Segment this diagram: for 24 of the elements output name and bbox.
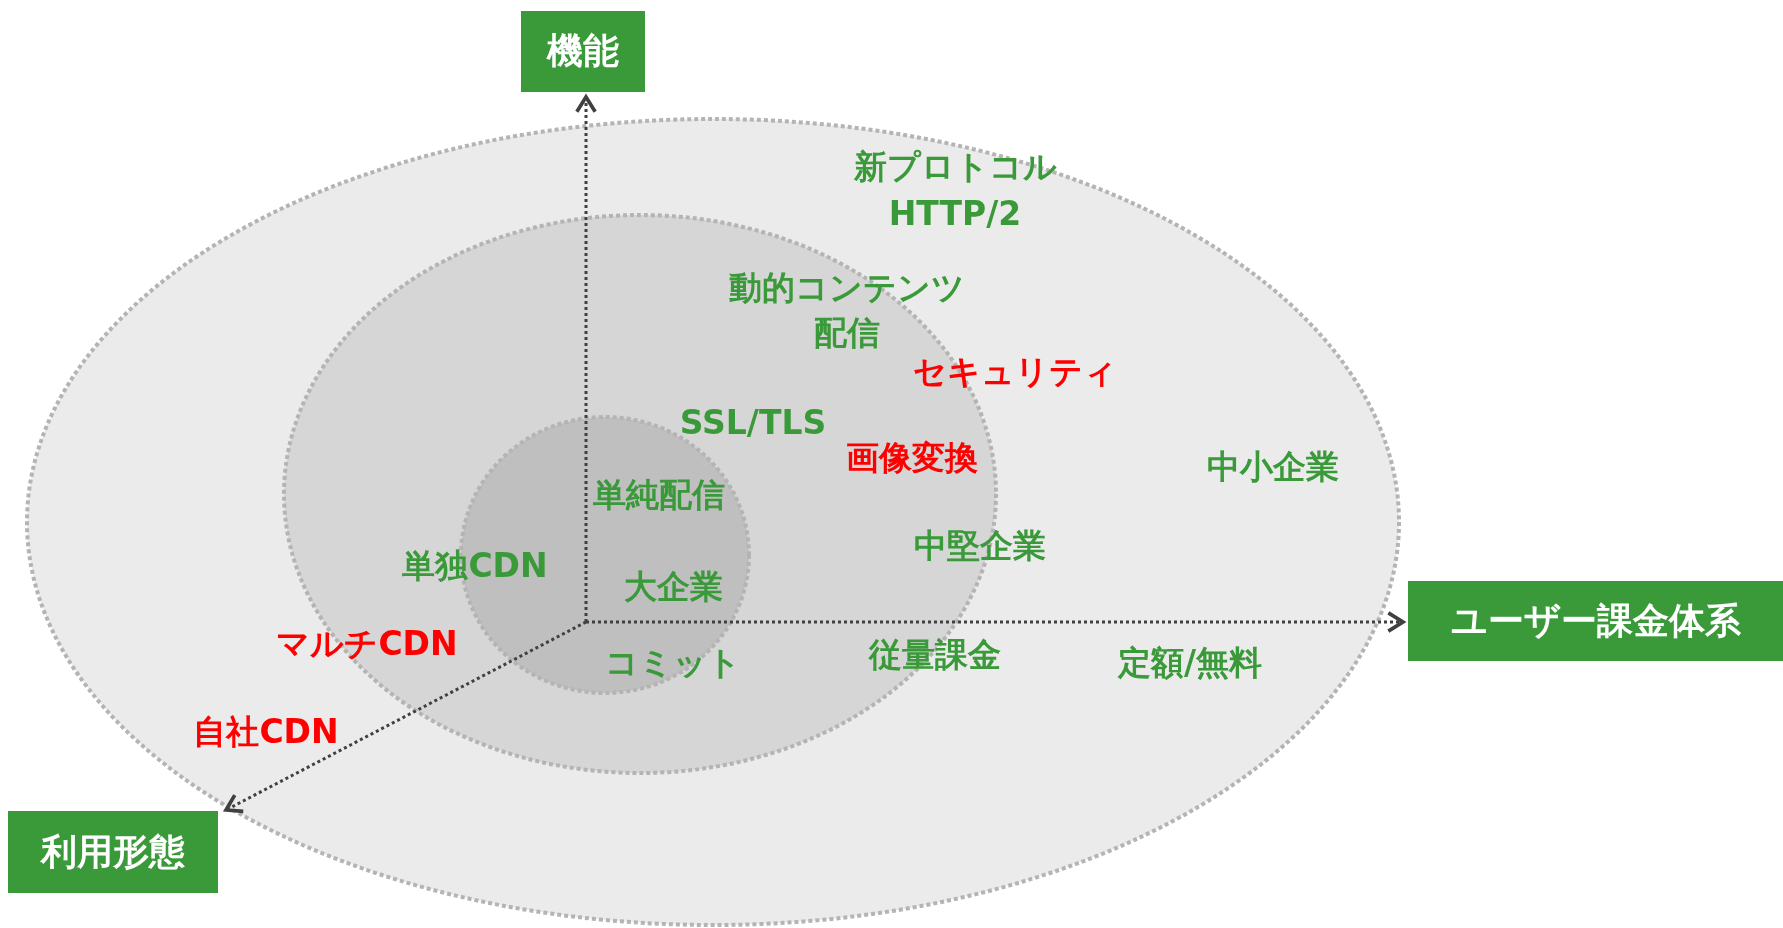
keyword-label: SSL/TLS	[679, 402, 827, 442]
keyword-label: 単独CDN	[402, 544, 548, 587]
axis-label-box: 利用形態	[8, 811, 218, 893]
keyword-label: 定額/無料	[1117, 641, 1263, 684]
keyword-label: 中堅企業	[914, 524, 1046, 567]
keyword-label: 単純配信	[593, 473, 725, 516]
arrow	[575, 95, 597, 622]
keyword-label: セキュリティ	[913, 350, 1117, 393]
keyword-label: マルチCDN	[276, 622, 458, 665]
keyword-label: 中小企業	[1207, 445, 1339, 488]
axis-label-box: ユーザー課金体系	[1408, 581, 1783, 661]
keyword-label: 新プロトコル	[853, 145, 1057, 188]
arrow	[224, 620, 587, 814]
keyword-label: 画像変換	[846, 436, 978, 479]
keyword-label: 大企業	[623, 565, 723, 608]
keyword-label: 従量課金	[869, 633, 1001, 676]
keyword-label: HTTP/2	[888, 193, 1022, 233]
keyword-label: コミット	[605, 641, 741, 684]
arrow	[586, 611, 1405, 633]
keyword-label: 配信	[814, 311, 880, 354]
keyword-label: 自社CDN	[193, 710, 339, 753]
ellipse-band	[25, 117, 1401, 927]
keyword-label: 動的コンテンツ	[729, 266, 965, 309]
axis-label-box: 機能	[521, 11, 645, 92]
